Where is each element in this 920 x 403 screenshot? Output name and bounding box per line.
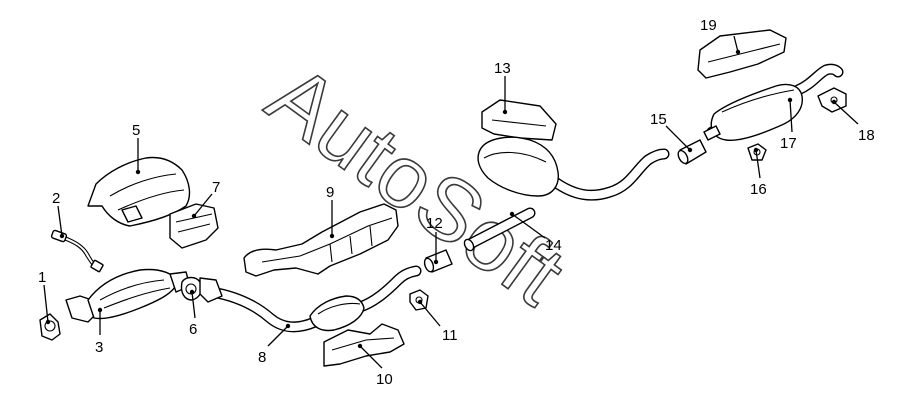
part-5-upper-heat-shield: [87, 156, 191, 227]
callout-6: 6: [189, 321, 197, 338]
part-10-small-heat-shield: [323, 323, 405, 367]
callout-1: 1: [38, 269, 46, 286]
callout-16: 16: [750, 181, 767, 198]
callout-10: 10: [376, 371, 393, 388]
callout-15: 15: [650, 111, 667, 128]
callout-8: 8: [258, 349, 266, 366]
part-19-rear-heat-shield: [697, 29, 787, 79]
part-11-rubber-mount: [409, 289, 429, 311]
part-1-gasket: [39, 313, 61, 341]
callout-3: 3: [95, 339, 103, 356]
callout-17: 17: [780, 135, 797, 152]
callout-11: 11: [442, 327, 458, 344]
part-12-clamp: [423, 249, 453, 273]
callout-18: 18: [858, 127, 875, 144]
callout-12: 12: [426, 215, 443, 232]
callout-2: 2: [52, 190, 60, 207]
part-8-front-pipe: [309, 295, 365, 332]
callout-5: 5: [132, 122, 140, 139]
callout-9: 9: [326, 184, 334, 201]
callout-13: 13: [494, 60, 511, 77]
callout-leaders: [43, 35, 859, 369]
part-9-center-heat-shield: [243, 203, 399, 277]
part-17-rear-muffler: [703, 83, 803, 141]
part-3-catalytic-converter: [65, 268, 191, 323]
part-6-flange-gasket: [180, 276, 223, 303]
part-13-center-muffler: [477, 99, 559, 197]
callout-19: 19: [700, 17, 717, 34]
callout-7: 7: [212, 179, 220, 196]
part-14-connector-pipe: [463, 238, 475, 252]
part-2-oxygen-sensor: [50, 229, 104, 273]
part-15-clamp: [677, 139, 707, 165]
callout-numbers: 1 2 3 5 6 7 8 9 10 11 12 13 14 15 16 17 …: [38, 17, 875, 388]
part-7-lower-heat-shield: [169, 203, 219, 249]
callout-14: 14: [545, 237, 562, 254]
